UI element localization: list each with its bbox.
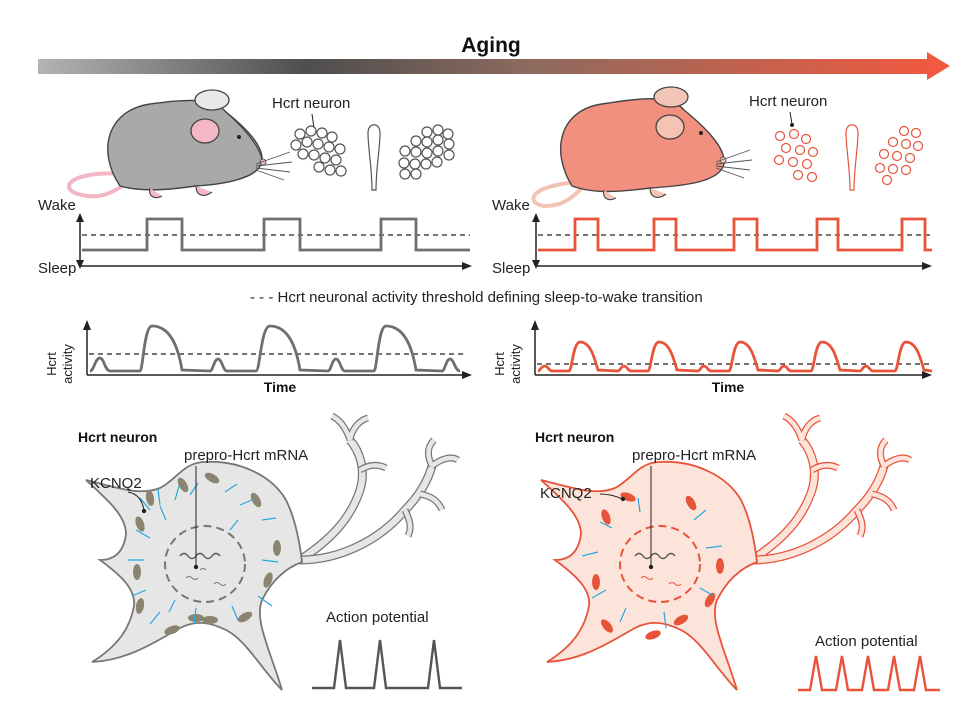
aged-channel-label: KCNQ2 bbox=[540, 485, 592, 502]
aging-arrow bbox=[38, 52, 950, 80]
aged-neuron-cell-icon bbox=[540, 412, 912, 691]
aged-time-label: Time bbox=[712, 379, 745, 395]
young-receptor-arrow-icon bbox=[128, 482, 279, 625]
young-activity-label-1: Hcrt bbox=[44, 352, 59, 376]
young-time-label: Time bbox=[264, 379, 297, 395]
young-wake-label: Wake bbox=[38, 197, 76, 214]
aged-sleep-label: Sleep bbox=[492, 260, 530, 277]
young-activity-axes bbox=[83, 320, 472, 379]
young-neuron-cluster-label: Hcrt neuron bbox=[272, 95, 350, 112]
young-mouse-icon bbox=[66, 89, 293, 199]
aged-ion-channel-icon bbox=[592, 492, 724, 640]
young-channel-label: KCNQ2 bbox=[90, 475, 142, 492]
aged-mrna-label: prepro-Hcrt mRNA bbox=[632, 447, 756, 464]
aged-ap-label: Action potential bbox=[815, 633, 918, 650]
aged-action-potential-trace bbox=[798, 655, 940, 692]
young-ion-channel-icon bbox=[133, 472, 281, 635]
aged-hypothalamus-icon bbox=[845, 124, 859, 191]
young-action-potential-trace bbox=[312, 639, 462, 690]
aging-title: Aging bbox=[461, 34, 520, 57]
aged-activity-trace bbox=[537, 340, 933, 373]
aged-neuron-cluster-icon bbox=[773, 128, 819, 183]
threshold-legend: - - - Hcrt neuronal activity threshold d… bbox=[250, 289, 703, 306]
aged-activity-label-2: activity bbox=[508, 344, 523, 384]
young-hypnogram-trace bbox=[82, 217, 470, 252]
young-activity-trace bbox=[89, 324, 461, 373]
aged-activity-label-1: Hcrt bbox=[492, 352, 507, 376]
young-hypnogram-axes bbox=[76, 213, 472, 270]
aged-hypnogram-trace bbox=[538, 217, 932, 252]
aged-mouse-icon bbox=[531, 86, 753, 209]
aged-wake-label: Wake bbox=[492, 197, 530, 214]
young-neuron-cluster-icon bbox=[290, 125, 347, 177]
young-sleep-label: Sleep bbox=[38, 260, 76, 277]
young-neuron-cluster-icon-2 bbox=[398, 124, 455, 180]
young-ap-label: Action potential bbox=[326, 609, 429, 626]
aged-receptor-arrow-icon bbox=[581, 497, 723, 629]
aged-hypnogram-axes bbox=[532, 213, 932, 270]
aged-neuron-title: Hcrt neuron bbox=[535, 429, 614, 445]
young-activity-label-2: activity bbox=[60, 344, 75, 384]
young-hypothalamus-icon bbox=[367, 124, 381, 191]
aged-activity-axes bbox=[531, 320, 932, 379]
aged-neuron-cluster-icon-2 bbox=[874, 125, 924, 186]
young-mrna-label: prepro-Hcrt mRNA bbox=[184, 447, 308, 464]
young-neuron-title: Hcrt neuron bbox=[78, 429, 157, 445]
aged-neuron-cluster-label: Hcrt neuron bbox=[749, 93, 827, 110]
